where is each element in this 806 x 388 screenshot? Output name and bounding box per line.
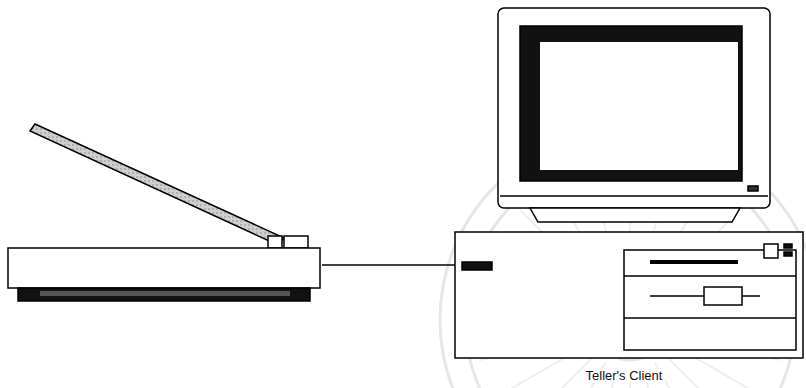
client-computer: Teller's Client <box>455 5 803 385</box>
cable <box>322 264 455 266</box>
scanner: Scanner <box>5 120 322 335</box>
computer-drawing <box>455 8 803 358</box>
device-label: Teller's Client <box>584 369 665 383</box>
scanner-drawing <box>8 124 320 301</box>
